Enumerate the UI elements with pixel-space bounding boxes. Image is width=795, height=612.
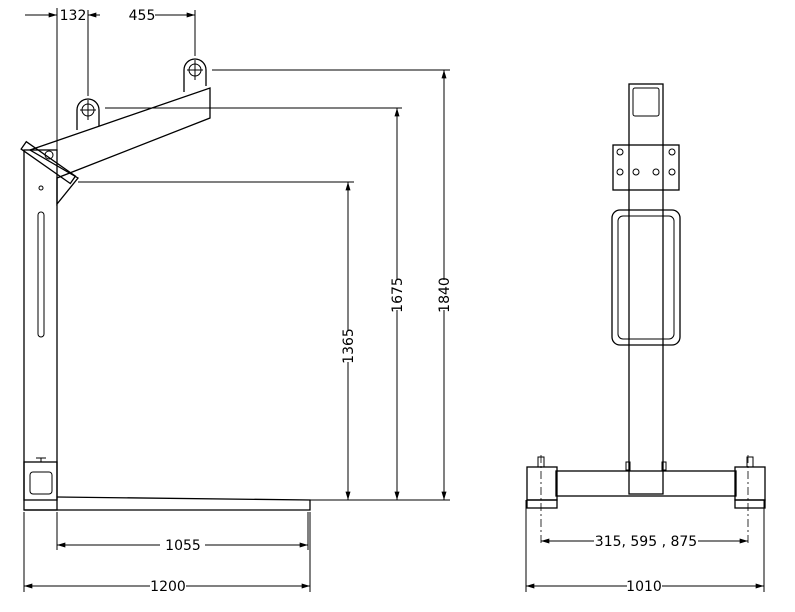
mast: [23, 149, 58, 501]
boom-arm: [20, 87, 211, 206]
base-beam: [526, 455, 766, 545]
dim-lug-offset: 132: [60, 8, 87, 24]
dimension-lines: [23, 8, 450, 592]
dim-fork-length: 1055: [165, 538, 201, 554]
dim-height-min: 1365: [341, 328, 357, 364]
dim-height-max: 1840: [437, 277, 453, 313]
front-dimension-lines: [525, 500, 765, 592]
fork-base: [23, 457, 311, 511]
lifting-lug-1: [76, 98, 100, 130]
handle: [611, 209, 681, 346]
front-view: 315, 595 , 875 1010: [525, 83, 766, 595]
dim-height-mid: 1675: [390, 277, 406, 313]
dim-lug-spacing: 455: [129, 8, 156, 24]
mast-front: [612, 83, 680, 495]
dim-fork-positions: 315, 595 , 875: [595, 534, 697, 550]
side-view: 132 455 1840 1675 1365 1055 1200: [20, 8, 453, 595]
dim-overall-width: 1010: [626, 579, 662, 595]
dim-overall-length: 1200: [150, 579, 186, 595]
lifting-lug-2: [183, 58, 207, 92]
